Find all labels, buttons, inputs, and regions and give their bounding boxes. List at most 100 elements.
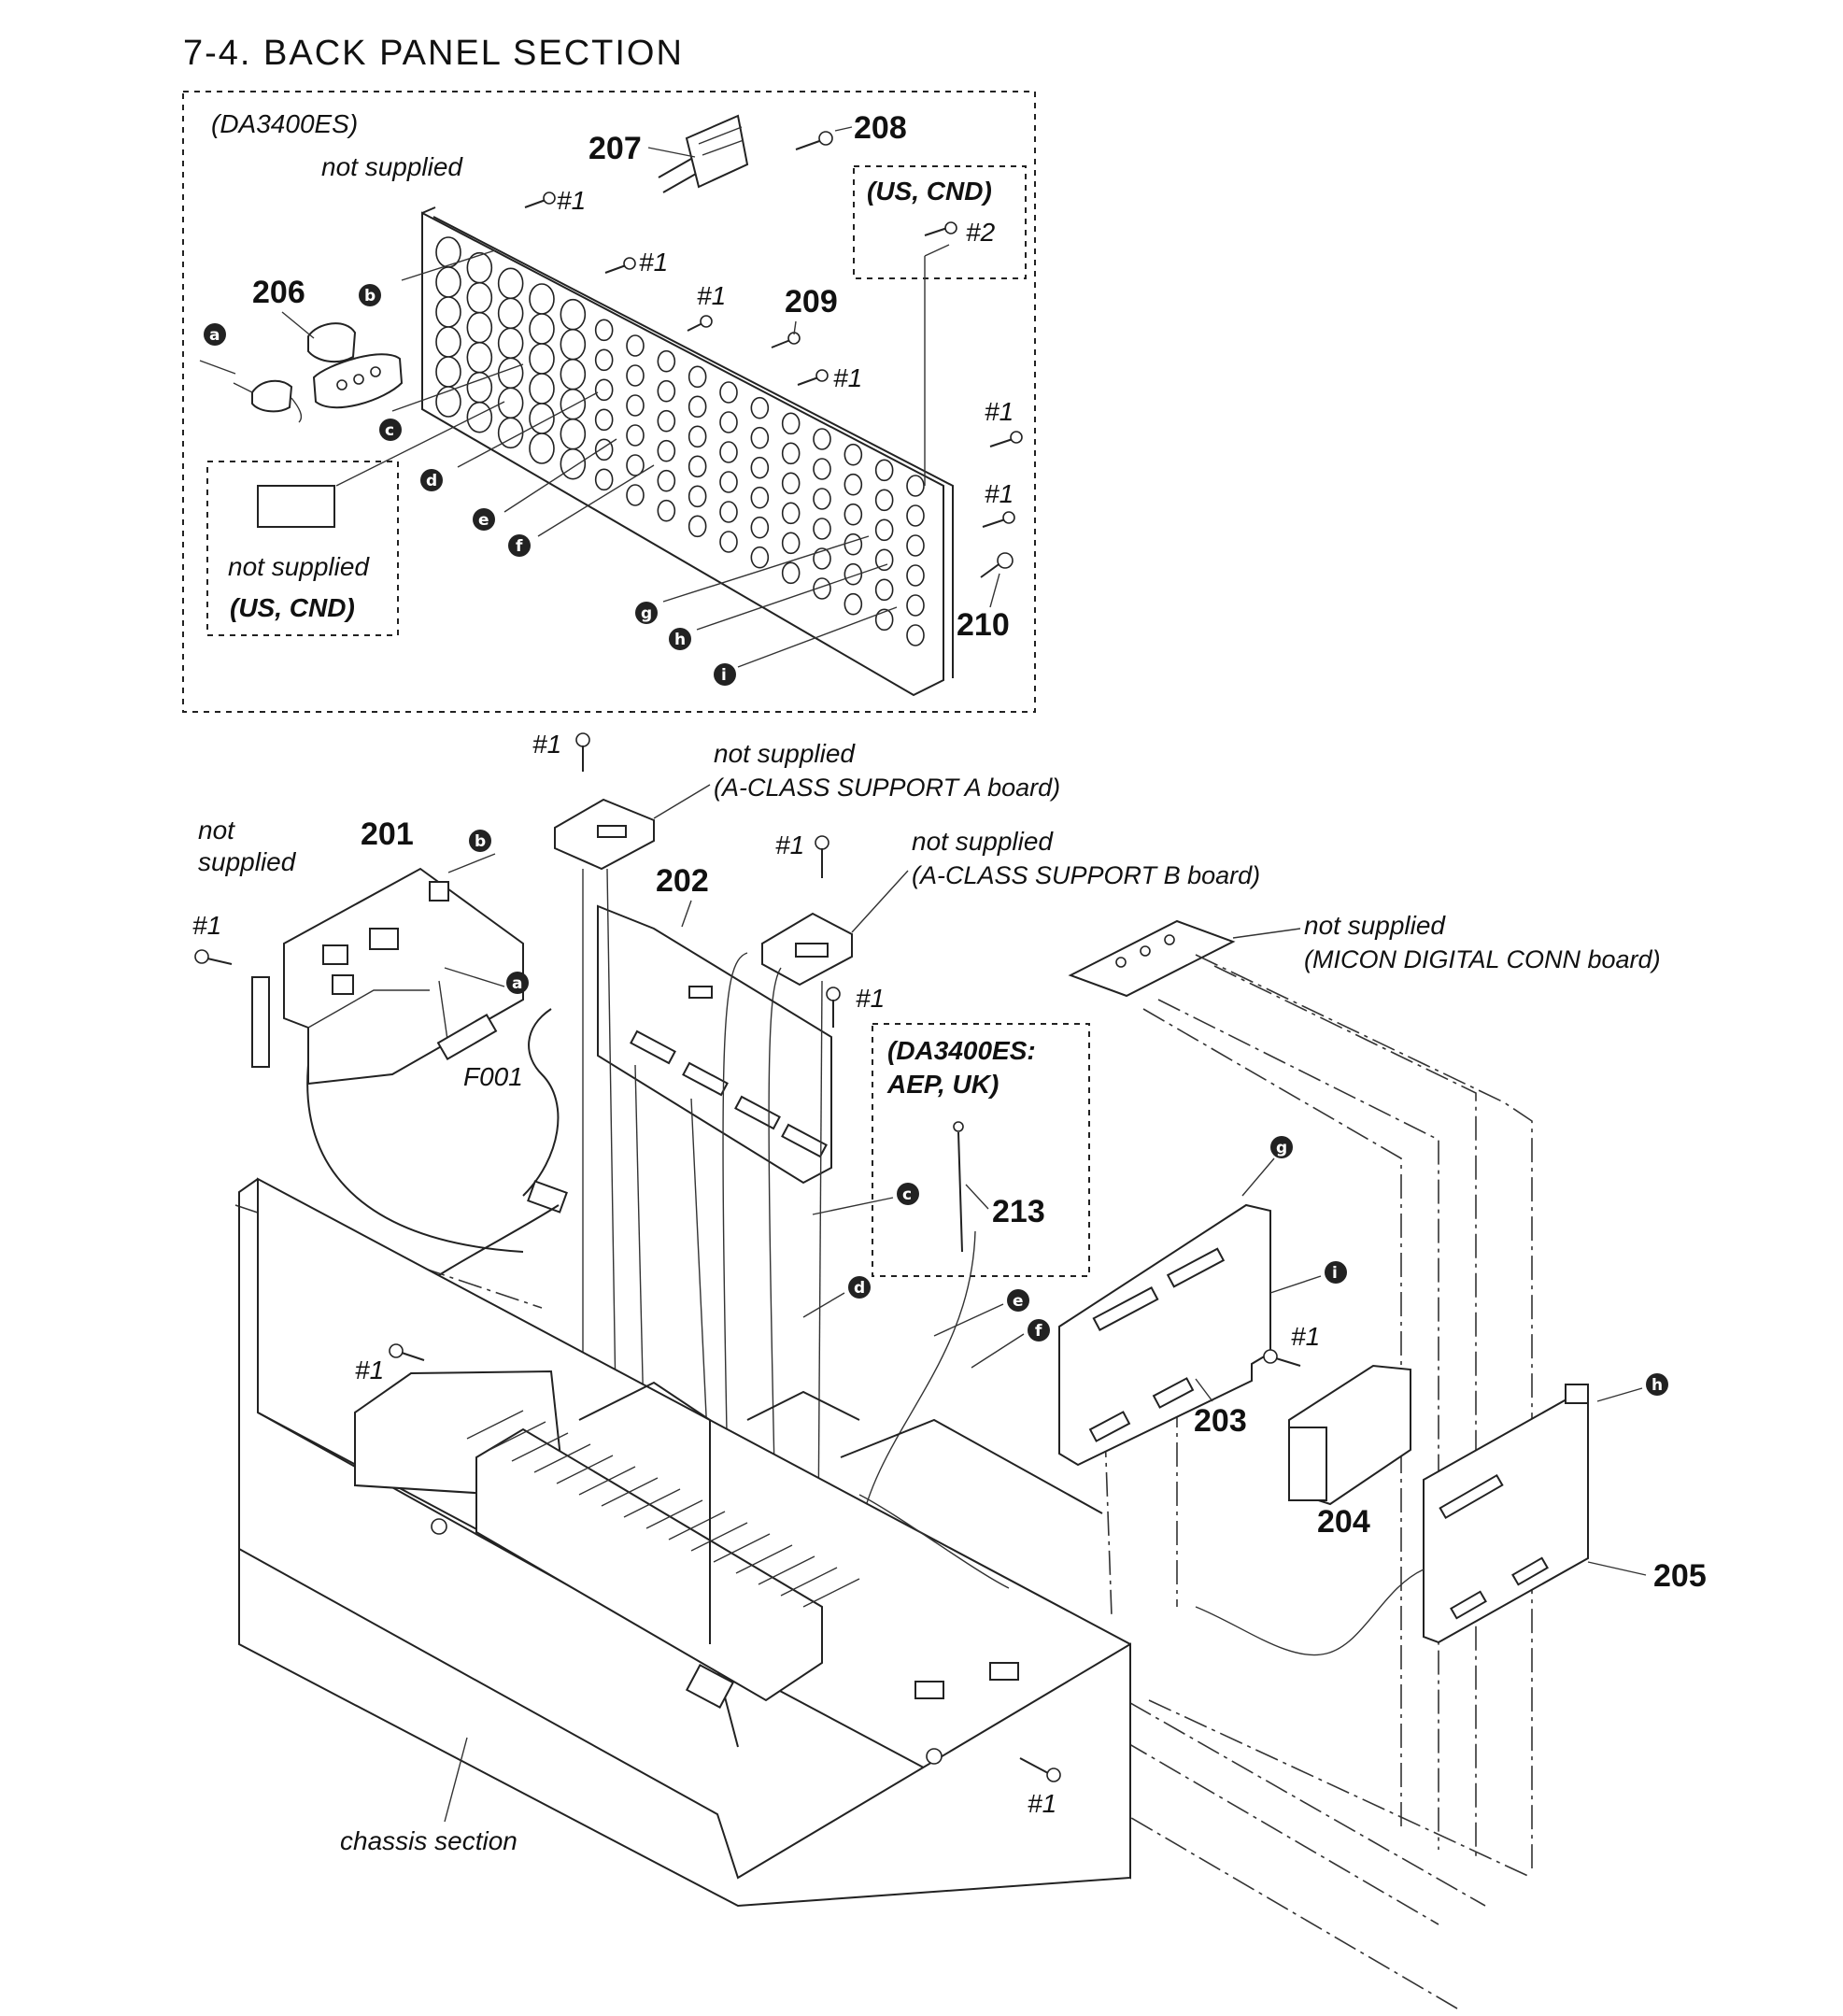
heatsink-fin bbox=[489, 1421, 546, 1451]
connector-jack bbox=[719, 411, 738, 433]
page-title: 7-4. BACK PANEL SECTION bbox=[183, 34, 684, 73]
connector-jack bbox=[813, 428, 831, 450]
svg-text:h: h bbox=[1652, 1376, 1663, 1395]
connector-jack bbox=[594, 408, 614, 432]
part-label-207: 207 bbox=[588, 131, 642, 166]
supplied-label: supplied bbox=[198, 847, 297, 876]
connector-jack bbox=[874, 548, 894, 572]
connector-jack bbox=[435, 356, 461, 388]
board-201 bbox=[283, 867, 524, 1086]
connector-jack bbox=[874, 608, 894, 632]
screw-1-label: #1 bbox=[697, 281, 726, 310]
screw-icon bbox=[980, 552, 1014, 578]
screw-icon bbox=[194, 949, 233, 965]
svg-text:g: g bbox=[641, 604, 652, 623]
svg-text:d: d bbox=[854, 1279, 865, 1298]
svg-text:e: e bbox=[478, 511, 489, 530]
heatsink-fin bbox=[758, 1555, 815, 1585]
connector-jack bbox=[874, 578, 894, 602]
connector-jack bbox=[497, 297, 524, 330]
part-label-204: 204 bbox=[1317, 1504, 1370, 1540]
connector-jack bbox=[688, 425, 707, 448]
connector-jack bbox=[906, 534, 925, 557]
connector-jack bbox=[813, 488, 831, 510]
sticker bbox=[257, 485, 335, 528]
connector-jack bbox=[435, 326, 461, 358]
connector-jack bbox=[874, 459, 894, 482]
svg-text:c: c bbox=[385, 421, 394, 440]
connector-jack bbox=[466, 401, 493, 433]
heatsink-fins bbox=[466, 1410, 860, 1608]
aep-uk-box bbox=[872, 1023, 1090, 1277]
heatsink-fin bbox=[601, 1477, 659, 1507]
svg-text:b: b bbox=[475, 832, 486, 851]
connector-jack bbox=[844, 532, 863, 556]
connector-jack bbox=[781, 472, 801, 495]
svg-text:i: i bbox=[1332, 1264, 1338, 1283]
screw-icon bbox=[826, 987, 841, 1028]
screw-1-label: #1 bbox=[985, 479, 1014, 508]
connector-jack bbox=[844, 562, 863, 586]
connector-jack bbox=[874, 518, 894, 542]
screw-icon bbox=[1263, 1349, 1301, 1367]
ref-marker-c: c bbox=[379, 419, 402, 441]
screw-icon bbox=[982, 511, 1015, 528]
connector-jack bbox=[813, 577, 831, 600]
ref-marker-e: e bbox=[1007, 1289, 1029, 1312]
heatsink-fin bbox=[713, 1533, 771, 1563]
connector-jack bbox=[560, 328, 587, 361]
svg-text:g: g bbox=[1276, 1139, 1287, 1157]
heatsink-fin bbox=[780, 1567, 838, 1597]
fuse-icon bbox=[436, 1013, 498, 1061]
panel-jacks bbox=[435, 236, 925, 646]
fuse-label: F001 bbox=[463, 1062, 523, 1091]
part-label-201: 201 bbox=[361, 816, 414, 852]
connector-jack bbox=[719, 441, 738, 463]
screw-1-label: #1 bbox=[775, 831, 804, 859]
heatsink-fin bbox=[802, 1578, 860, 1608]
screw-icon bbox=[687, 315, 713, 332]
screw-1-label: #1 bbox=[532, 730, 561, 759]
svg-text:c: c bbox=[902, 1185, 912, 1204]
ref-marker-a: a bbox=[506, 972, 529, 994]
connector-jack bbox=[560, 358, 587, 390]
heatsink-fin bbox=[645, 1499, 703, 1529]
heatsink-fin bbox=[578, 1466, 636, 1496]
part-label-203: 203 bbox=[1194, 1403, 1247, 1439]
ref-marker-g: g bbox=[1270, 1136, 1293, 1158]
ref-marker-i: i bbox=[714, 663, 736, 686]
screw-2-label: #2 bbox=[966, 218, 996, 247]
connector-jack bbox=[844, 503, 863, 526]
heatsink-fin bbox=[690, 1522, 748, 1552]
screw-icon bbox=[524, 192, 556, 208]
micon-board-label: (MICON DIGITAL CONN board) bbox=[1304, 945, 1661, 973]
connector-jack bbox=[688, 485, 707, 508]
ref-marker-a: a bbox=[204, 323, 226, 346]
connector-jack bbox=[497, 357, 524, 390]
connector-jack bbox=[781, 442, 801, 465]
connector-jack bbox=[560, 388, 587, 420]
micon-board bbox=[1068, 919, 1236, 998]
ref-marker-b: b bbox=[469, 830, 491, 852]
connector-jack bbox=[719, 531, 738, 553]
svg-text:b: b bbox=[364, 287, 376, 305]
connector-jack bbox=[466, 341, 493, 374]
connector-jack bbox=[594, 319, 614, 342]
us-cnd-box bbox=[853, 165, 1027, 279]
connector-jack bbox=[560, 418, 587, 450]
connector-jack bbox=[906, 564, 925, 587]
connector-jack bbox=[906, 504, 925, 527]
connector-jack bbox=[594, 468, 614, 491]
board-204 bbox=[1288, 1364, 1411, 1506]
aep-uk-label-2: AEP, UK) bbox=[886, 1070, 999, 1099]
ref-marker-e: e bbox=[473, 508, 495, 531]
connector-jack bbox=[750, 456, 770, 479]
connector-jack bbox=[626, 334, 645, 357]
class-a-board bbox=[554, 798, 655, 871]
screw-1-label: #1 bbox=[1028, 1789, 1056, 1818]
connector-jack bbox=[906, 594, 925, 617]
screw-icon bbox=[771, 332, 801, 348]
screw-1-label: #1 bbox=[639, 248, 668, 277]
connector-jack bbox=[529, 283, 555, 315]
board-205 bbox=[1423, 1384, 1589, 1644]
